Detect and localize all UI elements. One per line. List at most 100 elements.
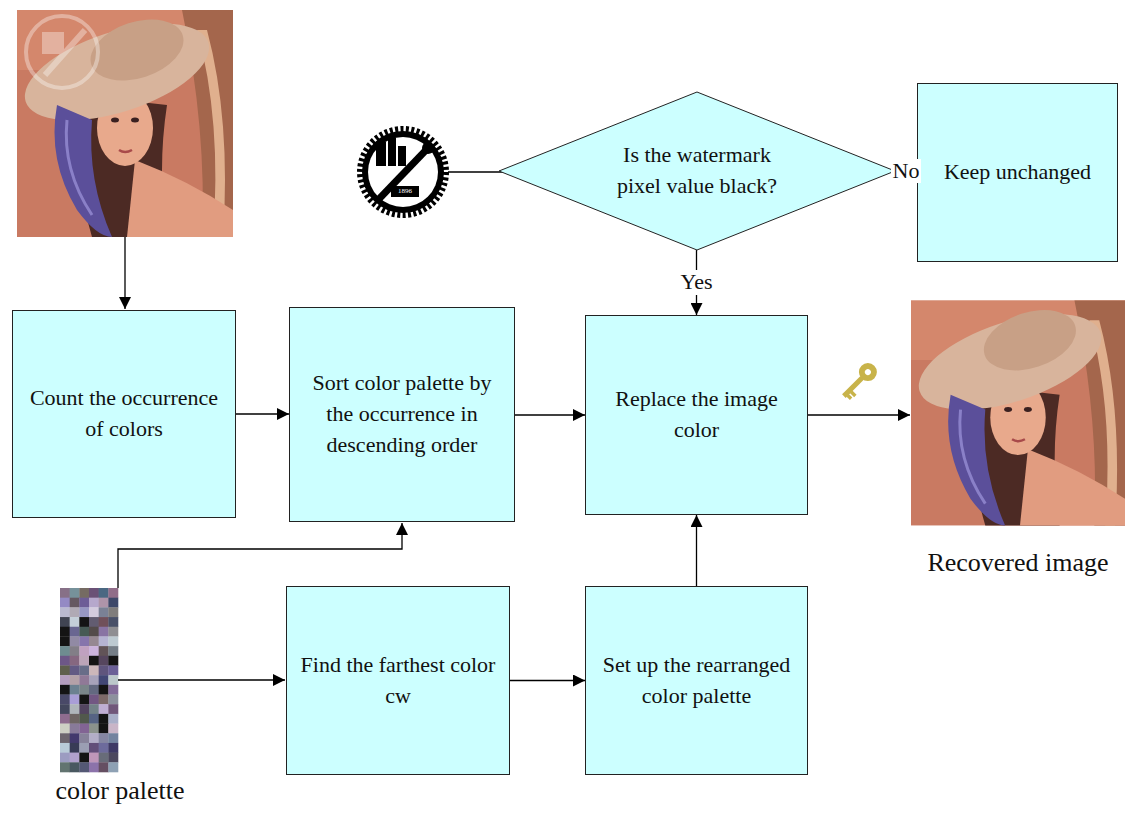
- palette-swatch: [60, 646, 70, 656]
- color-palette-mosaic: [60, 588, 118, 772]
- node-text: Set up the rearranged color palette: [597, 650, 797, 712]
- flow-arrow: [510, 680, 585, 681]
- palette-swatch: [79, 685, 89, 695]
- palette-swatch: [70, 695, 80, 705]
- edge-label: No: [891, 159, 922, 183]
- watermark-logo: [360, 129, 446, 215]
- diamond-shape: [499, 92, 895, 250]
- palette-swatch: [60, 733, 70, 743]
- node-text: Is the watermark pixel value black?: [602, 140, 792, 202]
- palette-swatch: [60, 714, 70, 724]
- palette-swatch: [70, 607, 80, 617]
- process-box: Count the occurrence of colors: [12, 310, 236, 518]
- palette-swatch: [79, 762, 89, 772]
- node-text: Sort color palette by the occurrence in …: [297, 368, 507, 460]
- palette-swatch: [60, 627, 70, 637]
- palette-swatch: [89, 743, 99, 753]
- palette-swatch: [99, 627, 109, 637]
- palette-swatch: [108, 656, 118, 666]
- palette-swatch: [108, 588, 118, 598]
- palette-swatch: [70, 685, 80, 695]
- palette-swatch: [79, 743, 89, 753]
- palette-swatch: [70, 656, 80, 666]
- node-text: Count the occurrence of colors: [24, 383, 224, 445]
- palette-swatch: [60, 724, 70, 734]
- palette-swatch: [99, 588, 109, 598]
- palette-swatch: [99, 743, 109, 753]
- palette-swatch: [108, 714, 118, 724]
- palette-swatch: [60, 636, 70, 646]
- palette-swatch: [99, 656, 109, 666]
- palette-swatch: [89, 665, 99, 675]
- palette-swatch: [108, 646, 118, 656]
- palette-swatch: [60, 607, 70, 617]
- palette-swatch: [70, 646, 80, 656]
- palette-swatch: [60, 762, 70, 772]
- palette-swatch: [89, 627, 99, 637]
- palette-swatch: [89, 588, 99, 598]
- process-box: Keep unchanged: [917, 83, 1118, 262]
- palette-swatch: [89, 733, 99, 743]
- palette-swatch: [108, 607, 118, 617]
- palette-swatch: [60, 695, 70, 705]
- palette-swatch: [99, 762, 109, 772]
- embedded-watermark: [26, 16, 98, 88]
- edge-label: Yes: [678, 270, 714, 294]
- palette-swatch: [70, 665, 80, 675]
- palette-swatch: [60, 743, 70, 753]
- palette-swatch: [60, 675, 70, 685]
- palette-swatch: [79, 607, 89, 617]
- palette-swatch: [89, 704, 99, 714]
- palette-swatch: [60, 598, 70, 608]
- palette-swatch: [108, 675, 118, 685]
- watermarked-image: [13, 4, 233, 237]
- palette-swatch: [70, 714, 80, 724]
- palette-swatch: [79, 636, 89, 646]
- palette-swatch: [79, 724, 89, 734]
- image-arrow: [124, 237, 125, 309]
- palette-swatch: [70, 724, 80, 734]
- palette-swatch: [79, 598, 89, 608]
- palette-swatch: [89, 695, 99, 705]
- palette-swatch: [60, 704, 70, 714]
- palette-arrow: [118, 679, 285, 680]
- palette-swatch: [70, 743, 80, 753]
- palette-swatch: [99, 724, 109, 734]
- palette-swatch: [79, 617, 89, 627]
- palette-swatch: [89, 617, 99, 627]
- palette-swatch: [79, 704, 89, 714]
- palette-swatch: [108, 627, 118, 637]
- palette-swatch: [79, 695, 89, 705]
- palette-swatch: [99, 636, 109, 646]
- palette-swatch: [60, 665, 70, 675]
- palette-swatch: [99, 607, 109, 617]
- palette-swatch: [70, 617, 80, 627]
- palette-swatch: [108, 762, 118, 772]
- process-box: Sort color palette by the occurrence in …: [289, 307, 515, 522]
- palette-swatch: [108, 598, 118, 608]
- palette-swatch: [108, 704, 118, 714]
- logo-year: 1896: [391, 187, 419, 195]
- palette-swatch: [70, 636, 80, 646]
- palette-swatch: [89, 598, 99, 608]
- palette-swatch: [99, 646, 109, 656]
- palette-swatch: [89, 607, 99, 617]
- process-box: Replace the image color: [585, 315, 808, 515]
- image-caption: Recovered image: [905, 548, 1131, 578]
- palette-swatch: [108, 753, 118, 763]
- palette-swatch: [99, 617, 109, 627]
- palette-swatch: [108, 617, 118, 627]
- process-box: Set up the rearranged color palette: [585, 586, 808, 775]
- flow-arrow: [515, 414, 585, 415]
- palette-swatch: [70, 675, 80, 685]
- flow-arrow: [696, 515, 697, 586]
- palette-swatch: [79, 714, 89, 724]
- palette-swatch: [60, 656, 70, 666]
- palette-swatch: [108, 665, 118, 675]
- palette-swatch: [79, 675, 89, 685]
- palette-swatch: [79, 588, 89, 598]
- flow-arrow: [236, 413, 289, 414]
- palette-swatch: [89, 753, 99, 763]
- palette-swatch: [60, 753, 70, 763]
- palette-swatch: [89, 646, 99, 656]
